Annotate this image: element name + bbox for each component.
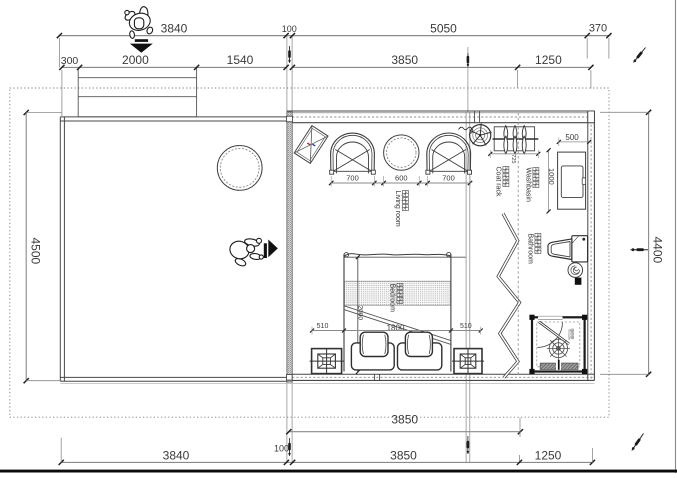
svg-text:700: 700 — [442, 174, 455, 183]
svg-text:5050: 5050 — [430, 21, 457, 35]
svg-text:700: 700 — [346, 174, 359, 183]
svg-text:1800: 1800 — [387, 324, 405, 333]
svg-text:Bathroom: Bathroom — [527, 234, 534, 265]
svg-text:3850: 3850 — [391, 53, 418, 67]
svg-text:370: 370 — [589, 22, 607, 34]
svg-text:Shower: Shower — [567, 329, 571, 341]
svg-text:3840: 3840 — [163, 448, 190, 462]
svg-text:1000: 1000 — [547, 168, 556, 185]
svg-text:4500: 4500 — [29, 238, 43, 265]
svg-text:3840: 3840 — [161, 21, 188, 35]
svg-text:2000: 2000 — [357, 306, 364, 321]
svg-text:Coat rack: Coat rack — [495, 167, 502, 197]
svg-text:1250: 1250 — [535, 448, 562, 462]
svg-text:600: 600 — [395, 174, 408, 183]
svg-text:500: 500 — [565, 133, 579, 142]
svg-text:3850: 3850 — [391, 413, 418, 427]
svg-text:725: 725 — [510, 154, 516, 163]
svg-text:510: 510 — [317, 323, 329, 330]
svg-text:510: 510 — [460, 323, 472, 330]
svg-text:2000: 2000 — [122, 53, 149, 67]
svg-text:4400: 4400 — [651, 237, 665, 264]
svg-text:3850: 3850 — [390, 448, 417, 462]
svg-text:Bedroom: Bedroom — [389, 284, 396, 313]
svg-text:1540: 1540 — [227, 53, 254, 67]
svg-text:100: 100 — [282, 24, 297, 34]
svg-text:Washbasin: Washbasin — [525, 168, 532, 202]
svg-text:100: 100 — [274, 444, 289, 454]
svg-text:1250: 1250 — [535, 53, 562, 67]
svg-text:Living room: Living room — [394, 191, 401, 227]
svg-text:300: 300 — [61, 55, 79, 67]
